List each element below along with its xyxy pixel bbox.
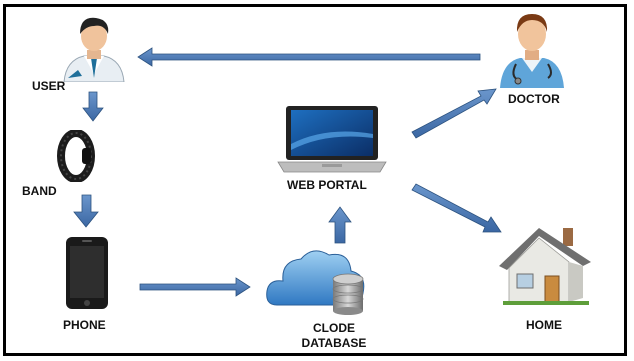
arrow-webportal-to-doctor	[411, 88, 497, 139]
house-icon	[499, 228, 591, 305]
label-phone: PHONE	[63, 318, 106, 332]
arrow-doctor-to-user	[137, 47, 481, 67]
label-band: BAND	[22, 184, 57, 198]
cloud-database-icon	[266, 250, 365, 315]
band-icon	[57, 130, 95, 182]
label-cloud-line1: CLODE	[313, 321, 355, 335]
arrow-band-to-phone	[73, 194, 99, 228]
arrow-user-to-band	[82, 91, 104, 122]
doctor-icon	[500, 14, 564, 88]
label-web-portal: WEB PORTAL	[287, 178, 367, 192]
phone-icon	[66, 237, 108, 309]
label-cloud-database: CLODE DATABASE	[292, 321, 376, 351]
laptop-icon	[277, 106, 387, 173]
label-home: HOME	[526, 318, 562, 332]
user-icon	[63, 17, 125, 82]
arrow-cloud-to-webportal	[328, 206, 352, 244]
arrow-webportal-to-home	[411, 183, 502, 233]
label-cloud-line2: DATABASE	[301, 336, 367, 350]
arrow-phone-to-cloud	[139, 277, 251, 297]
label-doctor: DOCTOR	[508, 92, 560, 106]
label-user: USER	[32, 79, 66, 93]
